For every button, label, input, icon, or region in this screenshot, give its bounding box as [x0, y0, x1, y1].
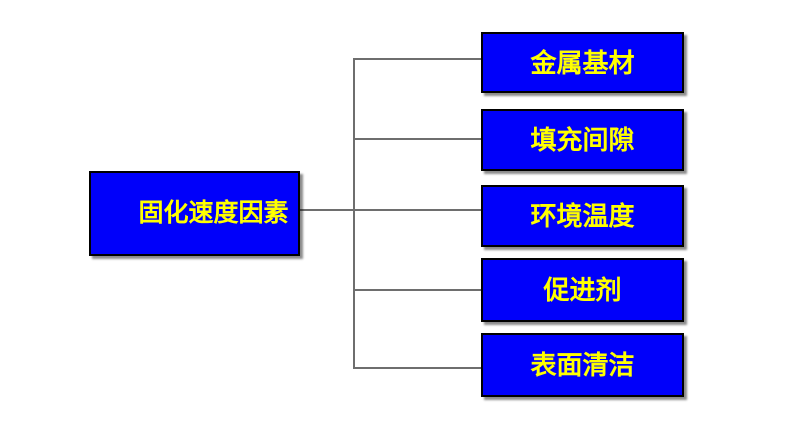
node-metal-substrate-label: 金属基材 — [530, 47, 635, 78]
node-surface-cleanliness: 表面清洁 — [481, 333, 684, 397]
node-curing-speed-factors: 固化速度因素 — [89, 171, 300, 256]
node-ambient-temperature-label: 环境温度 — [530, 201, 635, 231]
node-fill-gap: 填充间隙 — [481, 109, 684, 171]
connector-branch-fill-gap — [354, 138, 481, 140]
connector-branch-surface-cleanliness — [354, 367, 481, 369]
connector-branch-metal-substrate — [354, 58, 481, 60]
node-accelerator-label: 促进剂 — [543, 275, 622, 305]
connector-trunk-vertical — [353, 58, 355, 369]
node-fill-gap-label: 填充间隙 — [530, 125, 635, 155]
connector-root-horizontal — [300, 209, 481, 211]
node-ambient-temperature: 环境温度 — [481, 185, 684, 247]
node-curing-speed-factors-label: 固化速度因素 — [138, 199, 289, 227]
node-accelerator: 促进剂 — [481, 258, 684, 322]
node-surface-cleanliness-label: 表面清洁 — [530, 350, 635, 380]
node-metal-substrate: 金属基材 — [481, 32, 684, 93]
connector-branch-accelerator — [354, 289, 481, 291]
